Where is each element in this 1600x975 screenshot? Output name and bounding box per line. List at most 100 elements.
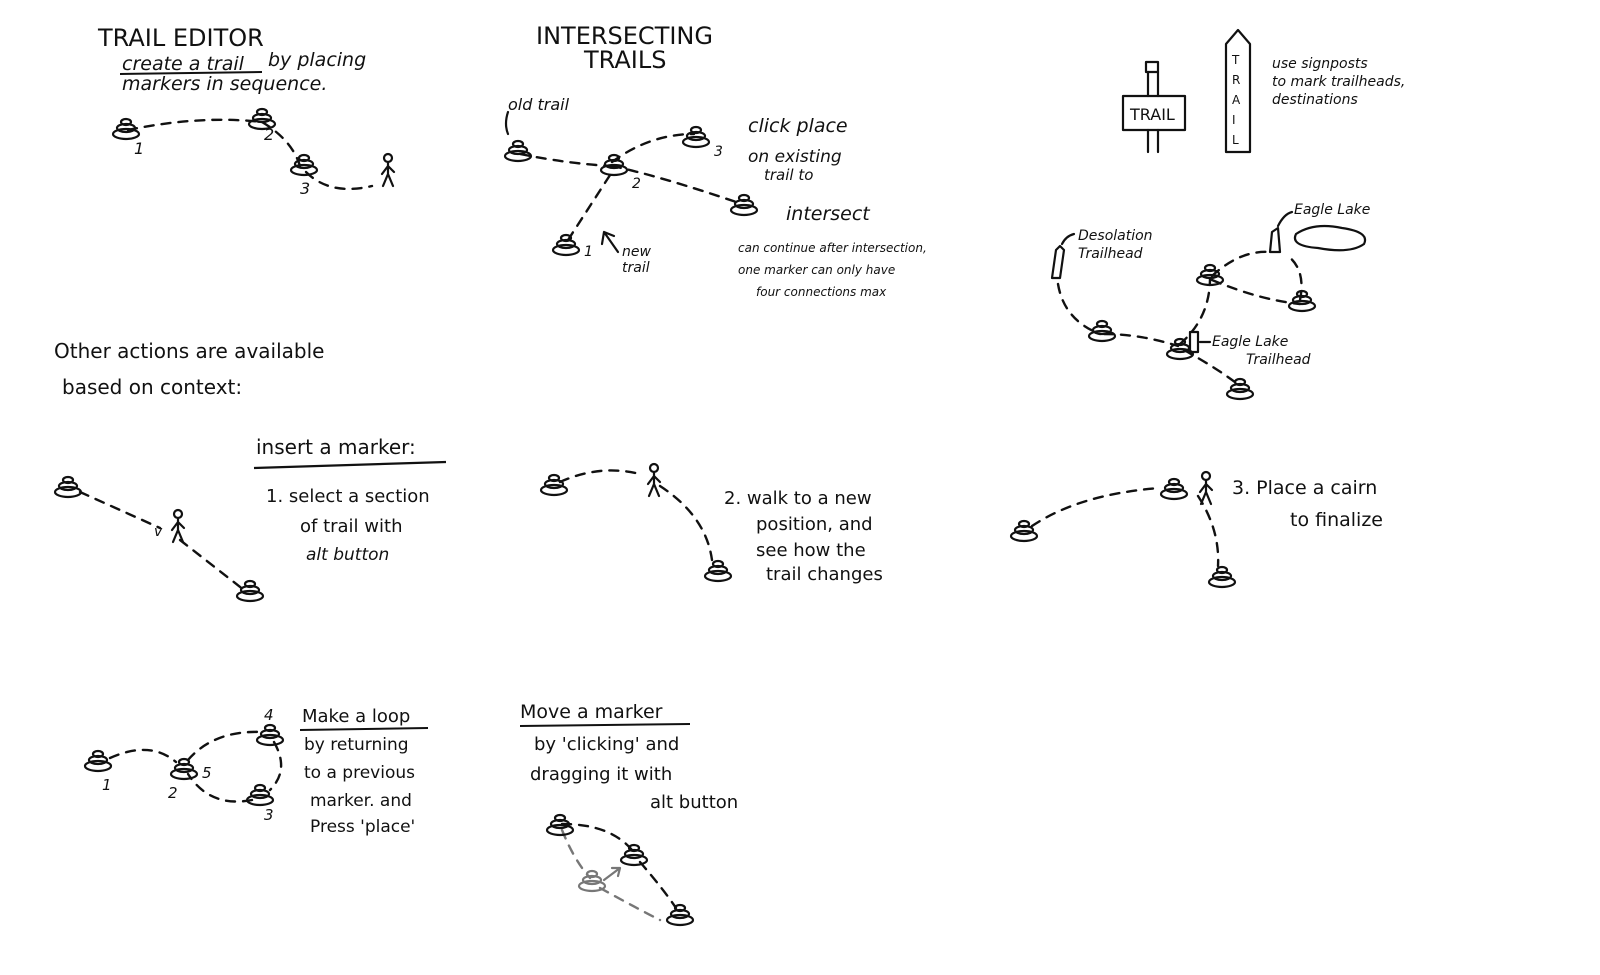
create-trail-path-1 [126, 118, 264, 132]
eagle-trailhead-post-icon [1188, 330, 1200, 354]
step2-hiker-icon [646, 462, 662, 498]
step2-line-c: see how the [756, 540, 866, 561]
map-path-1 [1056, 282, 1102, 336]
trail-sign-cap [1144, 60, 1160, 74]
section-step3: 3. Place a cairn to finalize [1009, 470, 1383, 589]
insert-path-2 [178, 538, 246, 592]
section-signposts: TRAIL T R A I L use signposts to mark tr… [1121, 28, 1405, 154]
loop-num-1: 1 [102, 776, 112, 794]
eagle-lake-icon [1293, 224, 1367, 252]
map-path-4 [1178, 276, 1212, 346]
step3-hiker-icon [1198, 470, 1214, 506]
signpost-note-2: to mark trailheads, [1272, 74, 1405, 90]
create-trail-underline [119, 71, 263, 75]
old-trail-label: old trail [508, 95, 570, 114]
loop-cairn-1 [83, 749, 113, 773]
intersect-num-2: 2 [632, 176, 641, 192]
new-trail-label-1: new [622, 244, 651, 260]
loop-num-5: 5 [202, 764, 212, 782]
old-trail-pointer [504, 110, 510, 136]
insert-cairn-2 [235, 579, 265, 603]
loop-num-2: 2 [168, 784, 178, 802]
move-cairn-1 [545, 813, 575, 837]
insert-path-1 [78, 490, 162, 530]
move-drag-arrow-icon [602, 866, 622, 882]
section-move-marker: Move a marker by 'clicking' and dragging… [519, 701, 738, 927]
intersect-note-3: four connections max [756, 285, 887, 299]
move-path-ghost-1 [560, 828, 592, 880]
loop-cairn-3 [245, 783, 275, 807]
intersect-note-1: can continue after intersection, [738, 241, 927, 255]
other-actions-line1: Other actions are available [54, 339, 324, 363]
desolation-pointer [1060, 232, 1076, 246]
move-cairn-2 [619, 843, 649, 867]
loop-cairn-4 [255, 723, 285, 747]
map-path-2 [1102, 332, 1180, 348]
move-cairn-3 [665, 903, 695, 927]
insert-title-underline [253, 460, 447, 470]
create-hiker-icon [380, 152, 396, 188]
eagle-trailhead-label-2: Trailhead [1246, 352, 1311, 368]
map-path-5 [1210, 250, 1272, 278]
create-trail-underlined: create a trail [122, 53, 245, 75]
create-trail-path-3 [304, 170, 374, 191]
step3-cairn-2 [1207, 565, 1237, 589]
step3-line-a: 3. Place a cairn [1232, 477, 1377, 499]
create-cairn-3 [289, 153, 319, 177]
create-num-2: 2 [264, 125, 274, 144]
eagle-lake-post-icon [1268, 226, 1282, 254]
click-place-line1: click place [748, 115, 848, 137]
desolation-post-icon [1050, 244, 1066, 280]
step2-line-a: 2. walk to a new [724, 488, 872, 509]
trail-sign-post [1146, 70, 1160, 154]
insert-step1-c: alt button [306, 545, 389, 565]
new-trail-path-2 [610, 132, 696, 164]
loop-title-underline [299, 727, 429, 731]
section-map-example: Desolation Trailhead Eagle Lake Eagle La… [1050, 202, 1370, 401]
old-trail-path-2 [610, 164, 744, 206]
intersect-num-1: 1 [584, 244, 593, 260]
move-path-ghost-2 [598, 886, 662, 922]
insert-step1-b: of trail with [300, 516, 402, 537]
move-path-2 [638, 860, 678, 910]
map-cairn-3 [1225, 377, 1255, 401]
loop-line-d: Press 'place' [310, 817, 415, 837]
move-line-a: by 'clicking' and [534, 734, 679, 755]
move-path-1 [560, 822, 634, 852]
click-place-line2: on existing [748, 147, 842, 167]
insert-step1-a: 1. select a section [266, 486, 430, 507]
map-cairn-1 [1087, 319, 1117, 343]
trail-sign-text: TRAIL [1129, 105, 1175, 124]
step3-path-2 [1196, 494, 1220, 568]
intersect-note-2: one marker can only have [738, 263, 895, 277]
new-trail-path-1 [566, 170, 614, 242]
step3-cairn-new [1159, 477, 1189, 501]
trail-post-icon [1224, 28, 1252, 154]
new-trail-arrow-icon [600, 230, 620, 254]
trail-editor-line3: markers in sequence. [122, 73, 327, 95]
step2-line-d: trail changes [766, 564, 883, 585]
old-cairn-b [729, 193, 759, 217]
loop-path-1 [108, 748, 178, 764]
post-letter-a: A [1232, 93, 1241, 107]
intersect-title-1: INTERSECTING [536, 22, 713, 50]
section-step2: 2. walk to a new position, and see how t… [539, 462, 883, 585]
desolation-label-2: Trailhead [1078, 246, 1143, 262]
create-cairn-1 [111, 117, 141, 141]
eagle-trailhead-label-1: Eagle Lake [1212, 334, 1288, 350]
step2-cairn-2 [703, 559, 733, 583]
loop-path-3 [268, 740, 283, 792]
signpost-note-1: use signposts [1272, 56, 1368, 72]
intersect-cairn-3 [681, 125, 711, 149]
post-letter-t: T [1231, 53, 1240, 67]
section-other-actions: Other actions are available based on con… [54, 339, 324, 399]
move-title-underline [519, 723, 691, 727]
loop-path-4 [186, 772, 254, 803]
intersect-cairn-1 [551, 233, 581, 257]
intersect-title-2: TRAILS [583, 46, 666, 74]
step2-cairn-1 [539, 473, 569, 497]
old-cairn-a [503, 139, 533, 163]
other-actions-line2: based on context: [62, 375, 242, 399]
trail-editor-title: TRAIL EDITOR [97, 24, 264, 52]
